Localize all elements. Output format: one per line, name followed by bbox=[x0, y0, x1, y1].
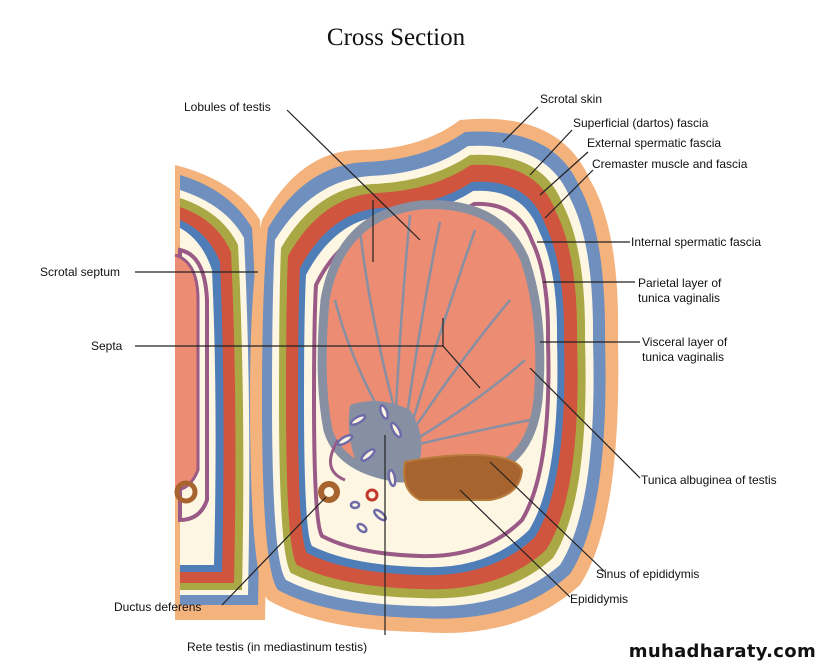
leader-septa-2 bbox=[442, 345, 481, 389]
artery-shape bbox=[365, 488, 379, 502]
leader-lobules bbox=[286, 109, 421, 241]
left-testis-fragment bbox=[174, 253, 200, 492]
leader-lines bbox=[135, 106, 641, 635]
leader-dartos bbox=[529, 129, 573, 176]
label-tunica-albuginea: Tunica albuginea of testis bbox=[641, 473, 777, 487]
label-parietal-line1: Parietal layer of bbox=[638, 276, 722, 290]
label-visceral-layer: Visceral layer of tunica vaginalis bbox=[642, 335, 727, 365]
label-parietal-layer: Parietal layer of tunica vaginalis bbox=[638, 276, 721, 306]
leader-sinus bbox=[489, 461, 606, 573]
leader-external bbox=[539, 151, 589, 196]
label-septa: Septa bbox=[91, 339, 123, 353]
leader-albuginea bbox=[529, 367, 641, 479]
label-visceral-line2: tunica vaginalis bbox=[642, 350, 725, 364]
label-scrotal-skin: Scrotal skin bbox=[540, 92, 603, 106]
leader-cremaster bbox=[544, 169, 594, 219]
left-scrotal-half bbox=[174, 165, 267, 620]
label-epididymis: Epididymis bbox=[570, 592, 629, 606]
left-parietal bbox=[178, 247, 209, 523]
label-sinus-of-epididymis: Sinus of epididymis bbox=[596, 567, 700, 581]
leader-epididymis bbox=[459, 489, 571, 598]
label-internal-spermatic-fascia: Internal spermatic fascia bbox=[631, 235, 762, 249]
label-scrotal-septum: Scrotal septum bbox=[40, 265, 121, 279]
label-lobules-of-testis: Lobules of testis bbox=[184, 100, 271, 114]
left-ductus-fragment bbox=[174, 480, 198, 504]
rete-tubules bbox=[336, 404, 403, 534]
leader-ductus bbox=[221, 496, 327, 606]
label-visceral-line1: Visceral layer of bbox=[642, 335, 728, 349]
label-ductus-deferens: Ductus deferens bbox=[114, 600, 202, 614]
label-cremaster-muscle-and-fascia: Cremaster muscle and fascia bbox=[592, 157, 748, 171]
label-parietal-line2: tunica vaginalis bbox=[638, 291, 721, 305]
ductus-deferens-shape bbox=[318, 481, 340, 503]
label-external-spermatic-fascia: External spermatic fascia bbox=[587, 136, 722, 150]
leader-scrotal-skin bbox=[502, 106, 539, 143]
visceral-fold bbox=[329, 439, 346, 482]
epididymis-body bbox=[403, 453, 524, 501]
label-superficial-dartos-fascia: Superficial (dartos) fascia bbox=[573, 116, 709, 130]
watermark: muhadharaty.com bbox=[628, 641, 816, 662]
label-rete-testis: Rete testis (in mediastinum testis) bbox=[187, 640, 368, 654]
testis bbox=[317, 200, 545, 534]
diagram-title: Cross Section bbox=[326, 24, 466, 51]
